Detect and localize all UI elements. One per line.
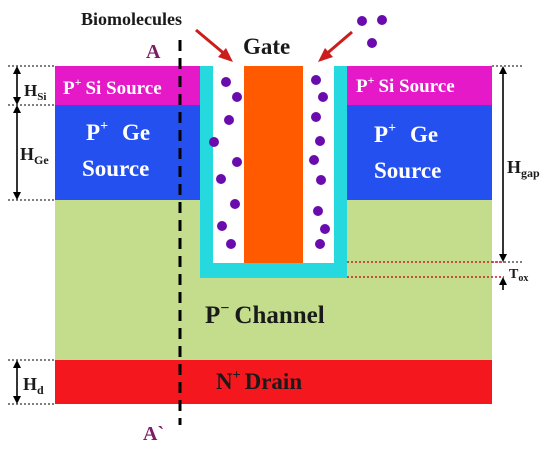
h-d-label: Hd (23, 374, 44, 397)
si-source-right (347, 66, 492, 105)
si-source-left (55, 66, 200, 105)
biomolecule (309, 155, 319, 165)
h-gap-label: Hgap (507, 157, 540, 180)
h-si-label: HSi (24, 81, 46, 103)
drain-region (55, 360, 492, 404)
biomolecule (217, 221, 227, 231)
biomolecule (216, 174, 226, 184)
biomolecules-in-cavity (209, 75, 330, 249)
ge-source-left (55, 105, 200, 200)
biomolecule (316, 175, 326, 185)
cutline-top-label: A (146, 41, 161, 63)
biomolecule (357, 16, 367, 26)
biomolecule (221, 77, 231, 87)
ge-source-left-label-line2: Source (82, 156, 149, 181)
arrow-left (195, 28, 228, 58)
ge-source-right (347, 105, 492, 200)
biomolecules-label: Biomolecules (81, 9, 182, 29)
biomolecule (313, 206, 323, 216)
cutline-bottom-label: A` (143, 423, 164, 445)
arrow-right (323, 30, 353, 58)
drain-label: N+Drain (216, 368, 302, 394)
biomolecule (318, 92, 328, 102)
h-ge-label: HGe (20, 144, 49, 167)
biomolecule (315, 239, 325, 249)
arrow-right-head (318, 48, 333, 62)
biomolecules-floating (357, 15, 387, 48)
biomolecule (367, 38, 377, 48)
dimension-arrowheads (13, 66, 507, 404)
biomolecule (232, 157, 242, 167)
channel-label: P−Channel (205, 300, 325, 329)
biomolecule (230, 199, 240, 209)
biomolecule (377, 15, 387, 25)
biomolecule (232, 92, 242, 102)
arrow-left-head (218, 48, 233, 62)
biomolecule (320, 224, 330, 234)
biomolecule (224, 115, 234, 125)
gate-electrode (244, 66, 303, 263)
ge-source-right-label-line1: P+Ge (374, 121, 438, 147)
ge-source-right-label-line2: Source (374, 158, 441, 183)
t-ox-label: Tox (509, 267, 528, 284)
biomolecule (315, 136, 325, 146)
gate-label: Gate (243, 34, 290, 59)
biomolecule (209, 137, 219, 147)
biomolecule (311, 112, 321, 122)
si-source-right-label: P+Si Source (356, 73, 455, 97)
biomolecule-arrows (195, 28, 353, 62)
ge-source-left-label-line1: P+Ge (86, 119, 150, 145)
si-source-left-label: P+Si Source (63, 75, 162, 99)
biomolecule (226, 239, 236, 249)
biomolecule (311, 75, 321, 85)
